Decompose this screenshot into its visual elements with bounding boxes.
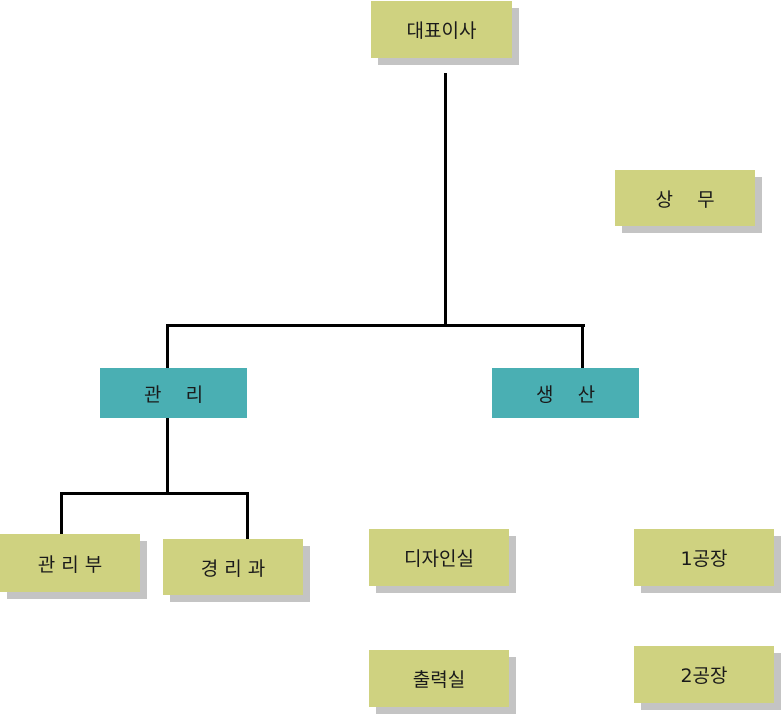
production-box: 생 산 bbox=[492, 368, 639, 418]
connector-to-production bbox=[581, 324, 584, 368]
output-room-box: 출력실 bbox=[369, 650, 509, 707]
factory-2-box: 2공장 bbox=[634, 646, 774, 703]
connector-to-management bbox=[166, 324, 169, 368]
management-box: 관 리 bbox=[100, 368, 247, 418]
design-room-box: 디자인실 bbox=[369, 529, 509, 586]
connector-level1-horizontal bbox=[166, 324, 585, 327]
factory-1-box: 1공장 bbox=[634, 529, 774, 586]
connector-to-accounting-section bbox=[246, 492, 249, 539]
connector-level2-horizontal bbox=[60, 492, 249, 495]
management-dept-box: 관 리 부 bbox=[0, 534, 140, 592]
accounting-section-box: 경 리 과 bbox=[163, 539, 303, 595]
connector-ceo-vertical bbox=[444, 73, 447, 326]
connector-management-vertical bbox=[166, 417, 169, 494]
managing-director-box: 상 무 bbox=[615, 170, 755, 226]
ceo-box: 대표이사 bbox=[371, 1, 512, 58]
connector-to-management-dept bbox=[60, 492, 63, 534]
